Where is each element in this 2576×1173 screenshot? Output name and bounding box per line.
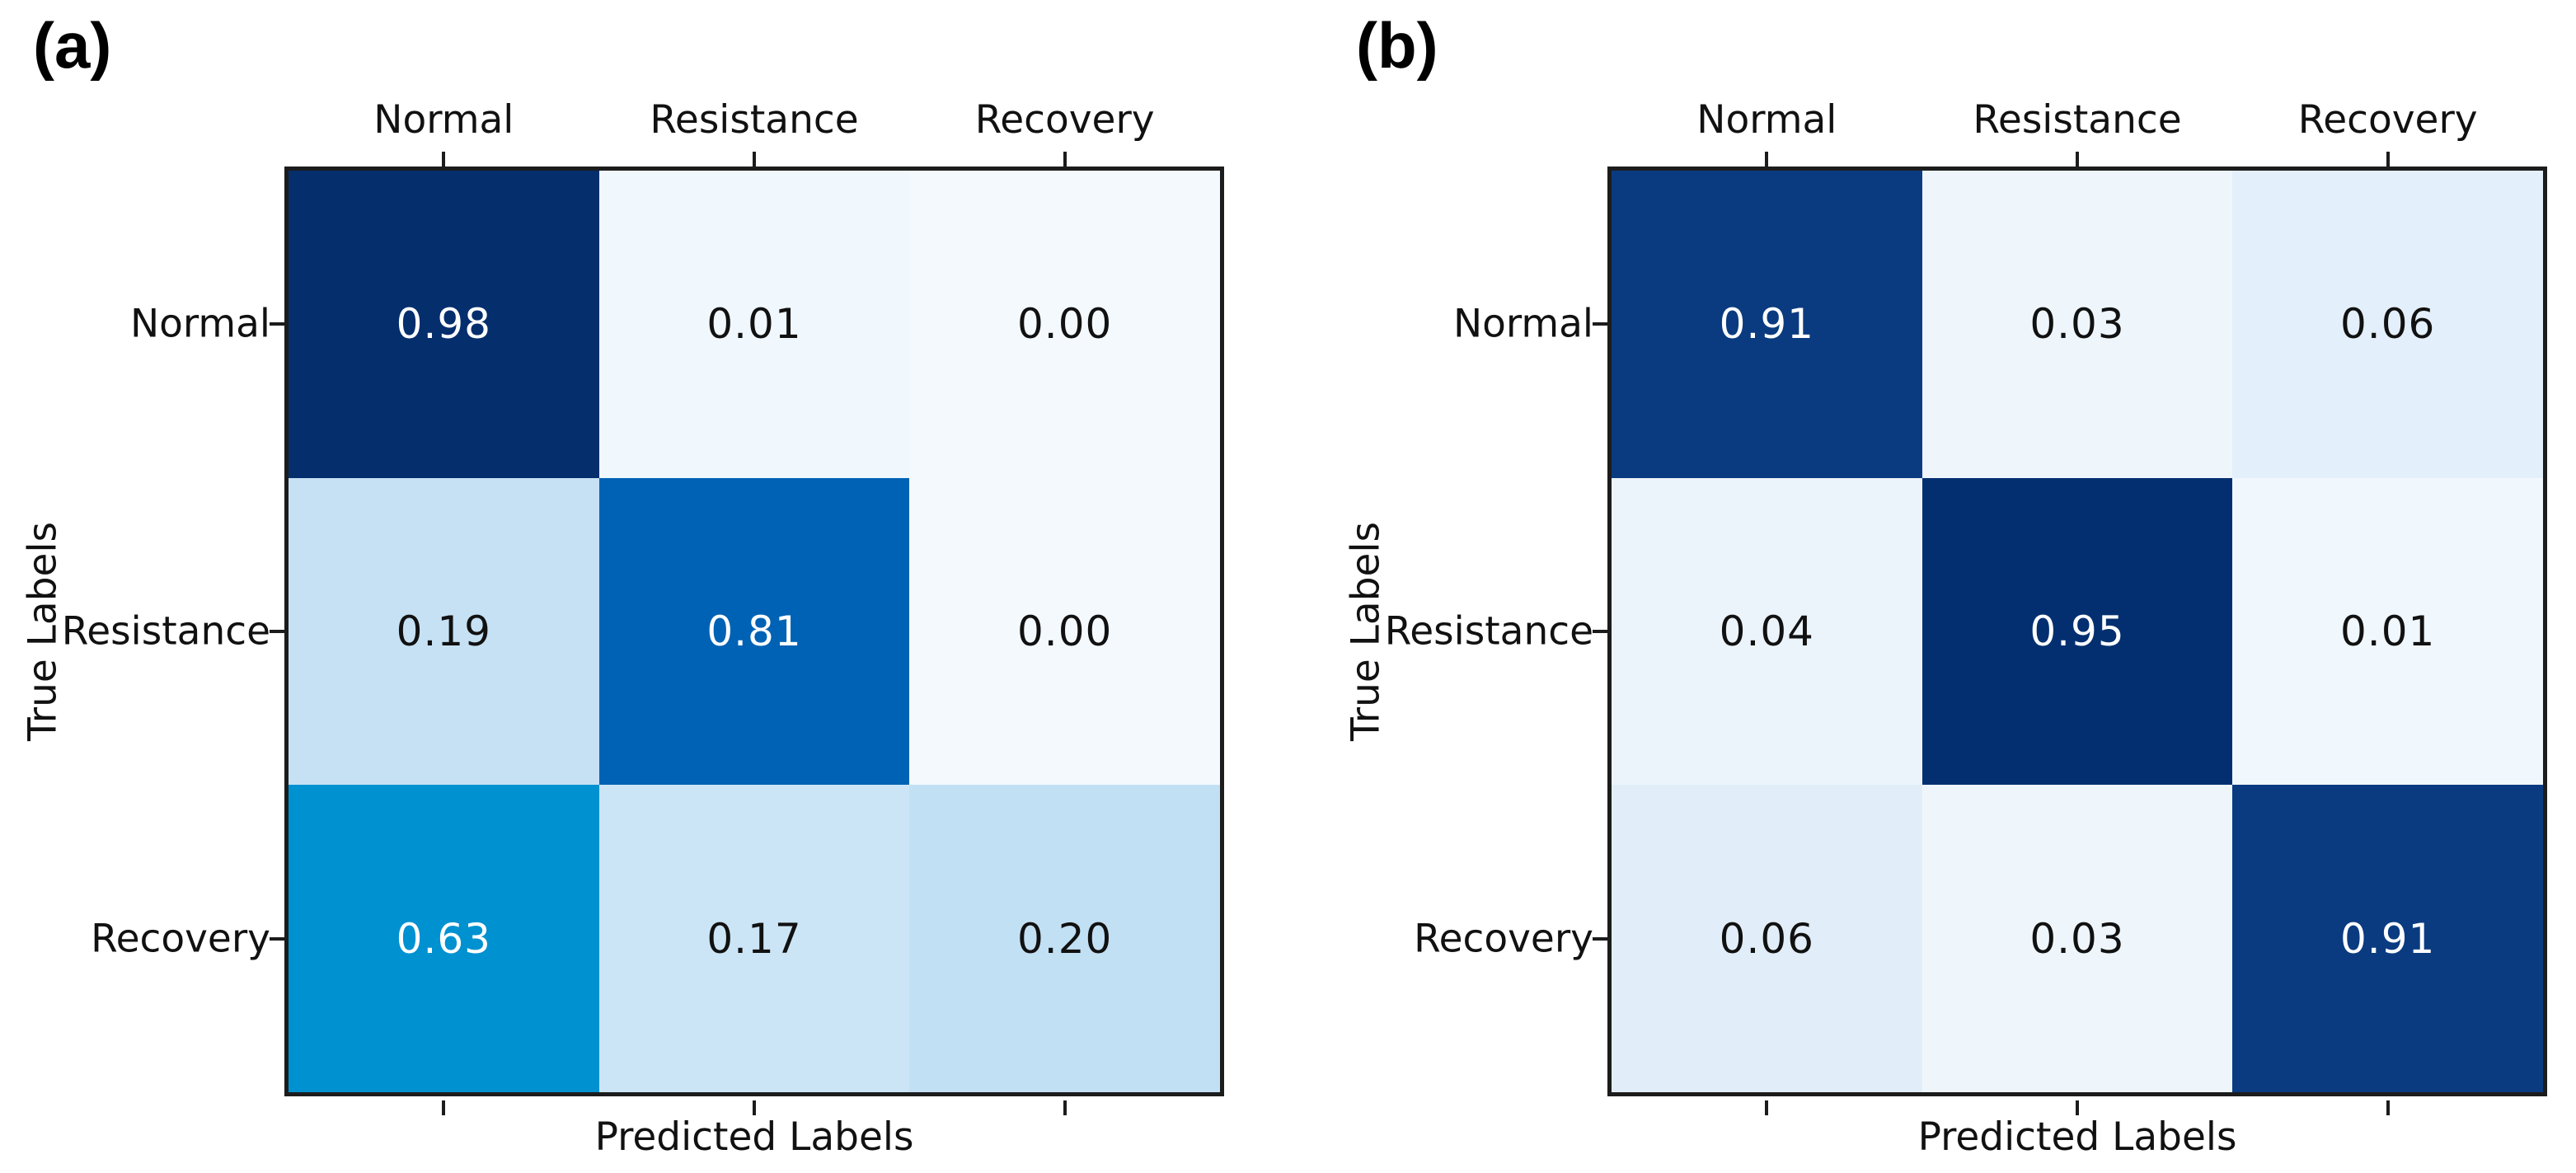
x-tick-bottom <box>1063 1100 1067 1115</box>
x-tick-top <box>753 152 756 167</box>
y-tick-label-normal: Normal <box>1452 301 1593 347</box>
x-tick-bottom <box>2076 1100 2079 1115</box>
x-tick-top <box>2076 152 2079 167</box>
x-tick-labels: Normal Resistance Recovery <box>289 97 1220 148</box>
x-tick-bottom <box>2386 1100 2390 1115</box>
y-tick-left <box>270 630 284 633</box>
cell-a-resistance-normal: 0.19 <box>289 477 599 786</box>
cell-a-normal-recovery: 0.00 <box>909 171 1220 478</box>
x-tick-label-recovery: Recovery <box>974 97 1155 143</box>
y-tick-left <box>1593 630 1607 633</box>
cell-b-resistance-normal: 0.04 <box>1612 477 1922 786</box>
x-tick-label-resistance: Resistance <box>1973 97 2182 143</box>
x-tick-label-normal: Normal <box>373 97 514 143</box>
cell-a-normal-normal: 0.98 <box>289 171 599 478</box>
y-axis-label: True Labels <box>1343 521 1389 742</box>
cell-b-recovery-normal: 0.06 <box>1612 785 1922 1092</box>
cell-b-resistance-recovery: 0.01 <box>2232 477 2543 786</box>
x-tick-label-resistance: Resistance <box>650 97 859 143</box>
x-tick-label-recovery: Recovery <box>2297 97 2478 143</box>
x-tick-bottom <box>1765 1100 1769 1115</box>
y-tick-left <box>1593 322 1607 326</box>
x-axis-label: Predicted Labels <box>1917 1114 2237 1160</box>
y-axis-label: True Labels <box>20 521 66 742</box>
cell-a-recovery-normal: 0.63 <box>289 785 599 1092</box>
x-axis-label: Predicted Labels <box>594 1114 914 1160</box>
cell-b-normal-recovery: 0.06 <box>2232 171 2543 478</box>
x-tick-bottom <box>753 1100 756 1115</box>
cell-b-recovery-recovery: 0.91 <box>2232 785 2543 1092</box>
x-tick-bottom <box>442 1100 446 1115</box>
cell-a-resistance-recovery: 0.00 <box>909 477 1220 786</box>
panel-a-label: (a) <box>33 9 112 82</box>
x-tick-top <box>2386 152 2390 167</box>
y-tick-left <box>270 936 284 941</box>
x-tick-label-normal: Normal <box>1696 97 1837 143</box>
y-tick-label-resistance: Resistance <box>61 608 270 655</box>
cell-b-resistance-resistance: 0.95 <box>1921 477 2233 786</box>
x-tick-labels: Normal Resistance Recovery <box>1612 97 2543 148</box>
y-tick-label-recovery: Recovery <box>91 916 270 962</box>
cell-a-normal-resistance: 0.01 <box>598 171 910 478</box>
cell-a-recovery-recovery: 0.20 <box>909 785 1220 1092</box>
y-tick-left <box>1593 936 1607 941</box>
cell-b-normal-normal: 0.91 <box>1612 171 1922 478</box>
y-tick-left <box>270 322 284 326</box>
cell-b-normal-resistance: 0.03 <box>1921 171 2233 478</box>
cell-a-resistance-resistance: 0.81 <box>598 477 910 786</box>
y-tick-label-normal: Normal <box>129 301 270 347</box>
panel-b-label: (b) <box>1356 9 1438 82</box>
cell-b-recovery-resistance: 0.03 <box>1921 785 2233 1092</box>
cell-a-recovery-resistance: 0.17 <box>598 785 910 1092</box>
x-tick-top <box>1063 152 1067 167</box>
y-tick-label-resistance: Resistance <box>1384 608 1593 655</box>
y-tick-label-recovery: Recovery <box>1414 916 1593 962</box>
x-tick-top <box>1765 152 1769 167</box>
x-tick-top <box>442 152 446 167</box>
